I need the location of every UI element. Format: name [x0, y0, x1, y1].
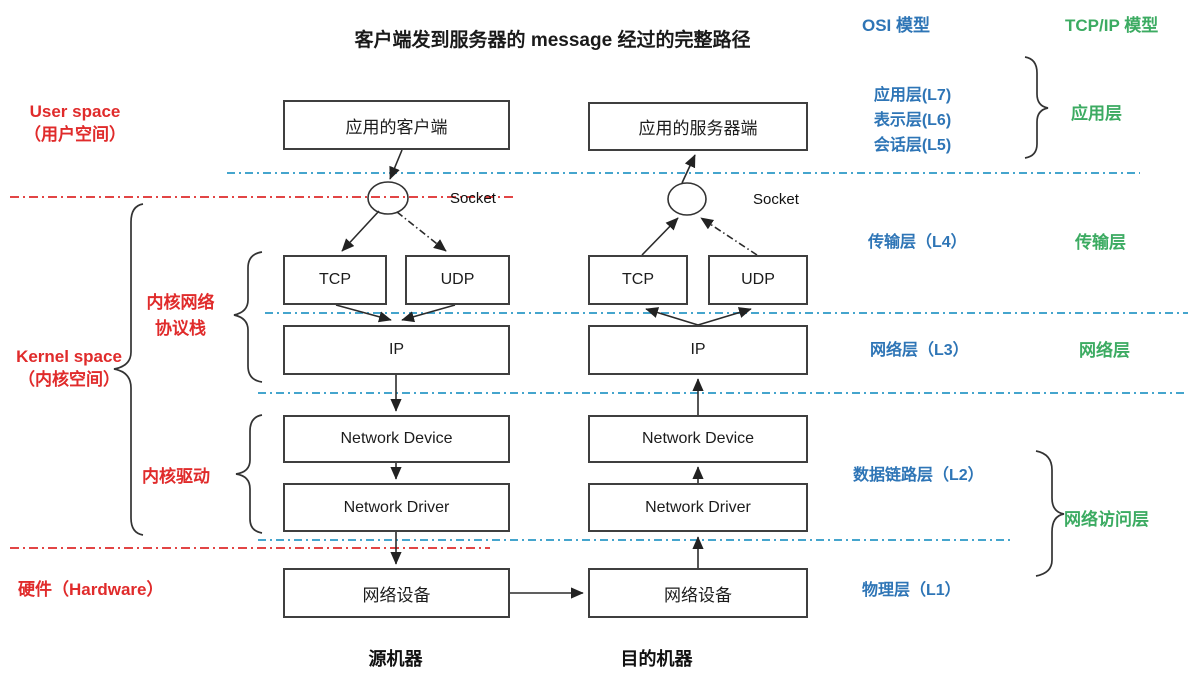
osi-l3-label: 网络层（L3）	[870, 342, 969, 359]
dest-tcp-box: TCP	[588, 255, 688, 305]
source-ip-box: IP	[283, 325, 510, 375]
tcpip-application-label: 应用层	[1071, 104, 1122, 123]
kernel-space-zh: （内核空间）	[18, 370, 120, 389]
network-access-brace	[1035, 450, 1065, 577]
user-space-zh: （用户空间）	[24, 125, 126, 144]
kernel-space-label: Kernel space （内核空间）	[5, 345, 133, 391]
user-space-en: User space	[29, 102, 121, 121]
dest-network-device-box: Network Device	[588, 415, 808, 463]
tcpip-transport-label: 传输层	[1075, 233, 1126, 252]
tcpip-model-header: TCP/IP 模型	[1065, 16, 1159, 35]
tcpip-access-label: 网络访问层	[1064, 510, 1149, 529]
arrow-socket-to-app	[681, 154, 696, 184]
source-network-driver-box: Network Driver	[283, 483, 510, 532]
source-network-device-box: Network Device	[283, 415, 510, 463]
arrow-socket-to-udp	[396, 211, 447, 252]
dest-nic-box: 网络设备	[588, 568, 808, 618]
kernel-stack-brace	[233, 251, 263, 383]
kernel-space-en: Kernel space	[16, 347, 122, 366]
osi-l6-label: 表示层(L6)	[873, 112, 952, 129]
kernel-driver-label: 内核驱动	[142, 467, 210, 486]
dest-ip-box: IP	[588, 325, 808, 375]
hardware-label: 硬件（Hardware）	[18, 580, 164, 599]
arrow-tcp-to-ip	[335, 304, 392, 323]
dest-udp-box: UDP	[708, 255, 808, 305]
osi-upper-layers-label: 应用层(L7) 表示层(L6) 会话层(L5)	[855, 83, 970, 158]
socket-circle-dest	[667, 182, 707, 216]
dest-socket-label: Socket	[753, 191, 799, 208]
arrow-udp-to-socket	[700, 217, 758, 256]
arrow-ip-to-tcp	[645, 307, 699, 326]
osi-l1-label: 物理层（L1）	[862, 582, 961, 599]
arrow-socket-to-tcp	[341, 210, 380, 252]
arrow-tcp-to-socket	[641, 217, 679, 256]
page-title: 客户端发到服务器的 message 经过的完整路径	[354, 30, 751, 51]
source-socket-label: Socket	[450, 190, 496, 207]
source-app-box: 应用的客户端	[283, 100, 510, 150]
source-tcp-box: TCP	[283, 255, 387, 305]
kernel-stack-line1: 内核网络	[146, 293, 215, 312]
dest-network-driver-box: Network Driver	[588, 483, 808, 532]
source-udp-box: UDP	[405, 255, 510, 305]
kernel-stack-line2: 协议栈	[155, 319, 206, 338]
osi-application-brace	[1024, 56, 1049, 159]
source-nic-box: 网络设备	[283, 568, 510, 618]
kernel-stack-label: 内核网络协议栈	[133, 290, 228, 342]
osi-l4-label: 传输层（L4）	[868, 234, 967, 251]
kernel-driver-brace	[235, 414, 263, 534]
arrow-ip-to-udp	[697, 307, 752, 326]
osi-l5-label: 会话层(L5)	[873, 137, 952, 154]
dest-app-box: 应用的服务器端	[588, 102, 808, 151]
tcpip-network-label: 网络层	[1079, 341, 1130, 360]
osi-model-header: OSI 模型	[862, 16, 931, 35]
user-space-label: User space （用户空间）	[15, 100, 135, 146]
arrow-udp-to-ip	[401, 304, 456, 323]
osi-l2-label: 数据链路层（L2）	[853, 467, 984, 484]
osi-l7-label: 应用层(L7)	[873, 87, 952, 104]
source-machine-caption: 源机器	[368, 649, 423, 669]
dest-machine-caption: 目的机器	[620, 649, 693, 669]
socket-circle-source	[367, 181, 409, 215]
arrow-app-to-socket	[389, 149, 403, 180]
